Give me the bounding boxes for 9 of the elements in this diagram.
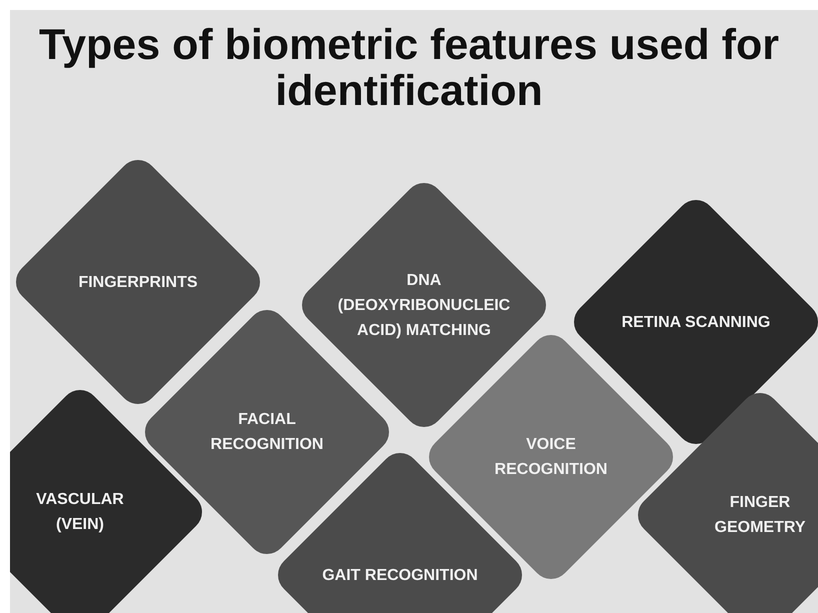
tile-label: FINGERPRINTS xyxy=(78,272,198,292)
tile-label: VOICE RECOGNITION xyxy=(494,435,608,480)
tile-label: VASCULAR (VEIN) xyxy=(35,490,125,535)
title: Types of biometric features used for identification xyxy=(38,22,780,114)
tile-label: DNA (DEOXYRIBONUCLEIC ACID) MATCHING xyxy=(338,270,510,340)
tile-label: FACIAL RECOGNITION xyxy=(210,410,324,455)
tile-label: GAIT RECOGNITION xyxy=(322,566,478,586)
tile-label: RETINA SCANNING xyxy=(622,312,770,332)
tile-label: FINGER GEOMETRY xyxy=(714,493,806,538)
